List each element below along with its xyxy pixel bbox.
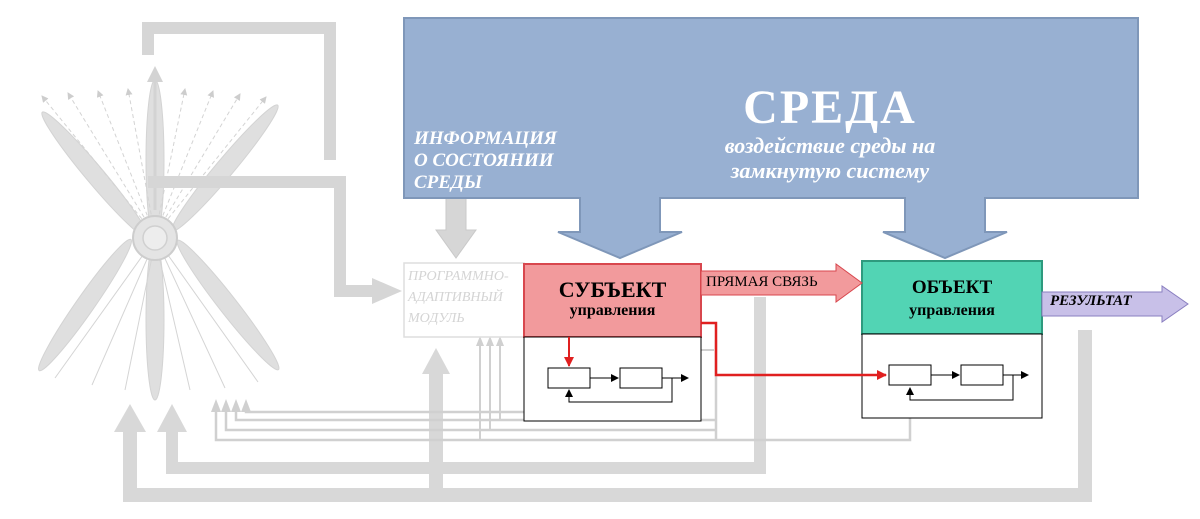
fan-illustration — [38, 66, 280, 401]
object-subtitle: управления — [909, 302, 995, 319]
direct-link-label: ПРЯМАЯ СВЯЗЬ — [706, 274, 818, 290]
module-label-line3: МОДУЛЬ — [408, 311, 465, 326]
object-inner-block-2 — [960, 364, 1004, 386]
result-label: РЕЗУЛЬТАТ — [1050, 293, 1132, 309]
object-title: ОБЪЕКТ — [911, 277, 993, 298]
environment-title: СРЕДА — [743, 81, 917, 134]
subject-subtitle: управления — [569, 302, 656, 319]
red-control-line-to-object — [701, 321, 887, 380]
subject-block — [523, 263, 702, 338]
gray-feedback-channels — [114, 22, 1092, 502]
subject-inner-block-2 — [619, 367, 663, 389]
environment-subtitle-line2: замкнутую систему — [730, 158, 930, 183]
environment-block — [403, 17, 1139, 260]
module-label-line2: АДАПТИВНЫЙ — [408, 290, 503, 305]
module-label-line1: ПРОГРАММНО- — [408, 269, 509, 284]
program-module-box — [403, 262, 525, 338]
info-label-line1: ИНФОРМАЦИЯ — [414, 128, 558, 149]
subject-title: СУБЪЕКТ — [558, 277, 667, 302]
info-label-line3: СРЕДЫ — [414, 172, 483, 193]
direct-link-arrow — [700, 263, 863, 303]
subject-inner-block-1 — [547, 367, 591, 389]
info-label-line2: О СОСТОЯНИИ — [414, 150, 554, 171]
object-inner-block-1 — [888, 364, 932, 386]
result-arrow — [1041, 285, 1189, 323]
environment-subtitle-line1: воздействие среды на — [724, 133, 936, 158]
